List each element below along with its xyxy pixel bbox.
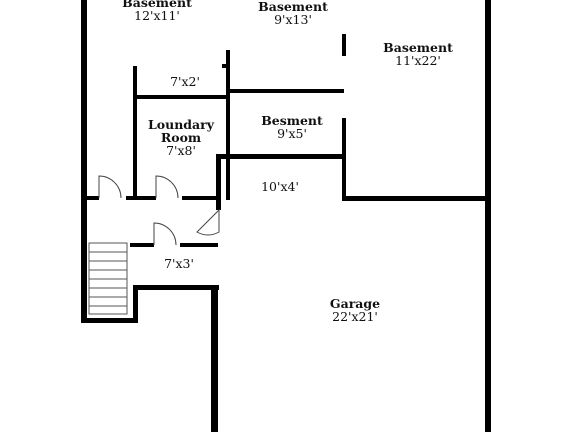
wall-laundry-bottom-c [182,196,220,200]
room-dims: 7'x8' [166,143,196,158]
staircase [88,242,128,315]
wall-laundry-top [137,95,230,99]
door-swing-bath [153,222,177,246]
room-label-basement-nw: Basement 12'x11' [122,0,192,22]
door-swing-hall [196,208,220,236]
room-name: Besment [261,113,323,128]
wall-sw-bottom [81,318,138,323]
wall-corridor-west [133,66,137,198]
room-label-bath: 7'x3' [164,257,194,270]
wall-west [81,0,87,323]
room-dims: 11'x22' [395,53,441,68]
wall-garage-top-west [133,285,219,290]
room-dims: 9'x13' [274,12,312,27]
room-name: Basement [122,0,192,10]
wall-hall-west [216,154,221,210]
room-dims: 10'x4' [261,179,299,194]
wall-besment-bottom [216,154,346,159]
wall-ne-stub-top [342,34,346,56]
wall-garage-west [211,285,218,432]
wall-bath-top-b [180,243,218,247]
room-dims: 22'x21' [332,309,378,324]
room-label-laundry: Loundary Room 7'x8' [148,118,214,157]
wall-closet-east [226,50,230,200]
wall-laundry-bottom-b [126,196,156,200]
wall-laundry-bottom-a [81,196,99,200]
door-swing-corridor [98,175,122,199]
wall-besment-top [228,89,344,93]
room-label-basement-ne: Basement 11'x22' [383,41,453,67]
room-label-closet: 7'x2' [170,75,200,88]
wall-garage-top-east [342,196,491,201]
room-name: Basement [258,0,328,14]
room-label-besment: Besment 9'x5' [261,114,323,140]
wall-east [485,0,491,432]
room-label-basement-n: Basement 9'x13' [258,0,328,26]
room-dims: 12'x11' [134,8,180,23]
room-name-line2: Room [160,130,202,145]
room-name: Garage [329,296,381,311]
room-dims: 7'x2' [170,74,200,89]
wall-bath-top [130,243,154,247]
wall-sw-step [133,285,138,323]
wall-closet-jog [222,64,228,68]
wall-ne-lower [342,118,346,200]
room-dims: 9'x5' [277,126,307,141]
room-name-line1: Loundary [148,117,214,132]
room-name: Basement [383,40,453,55]
room-label-garage: Garage 22'x21' [330,297,380,323]
room-label-hall: 10'x4' [261,180,299,193]
door-swing-laundry [155,175,179,199]
room-dims: 7'x3' [164,256,194,271]
